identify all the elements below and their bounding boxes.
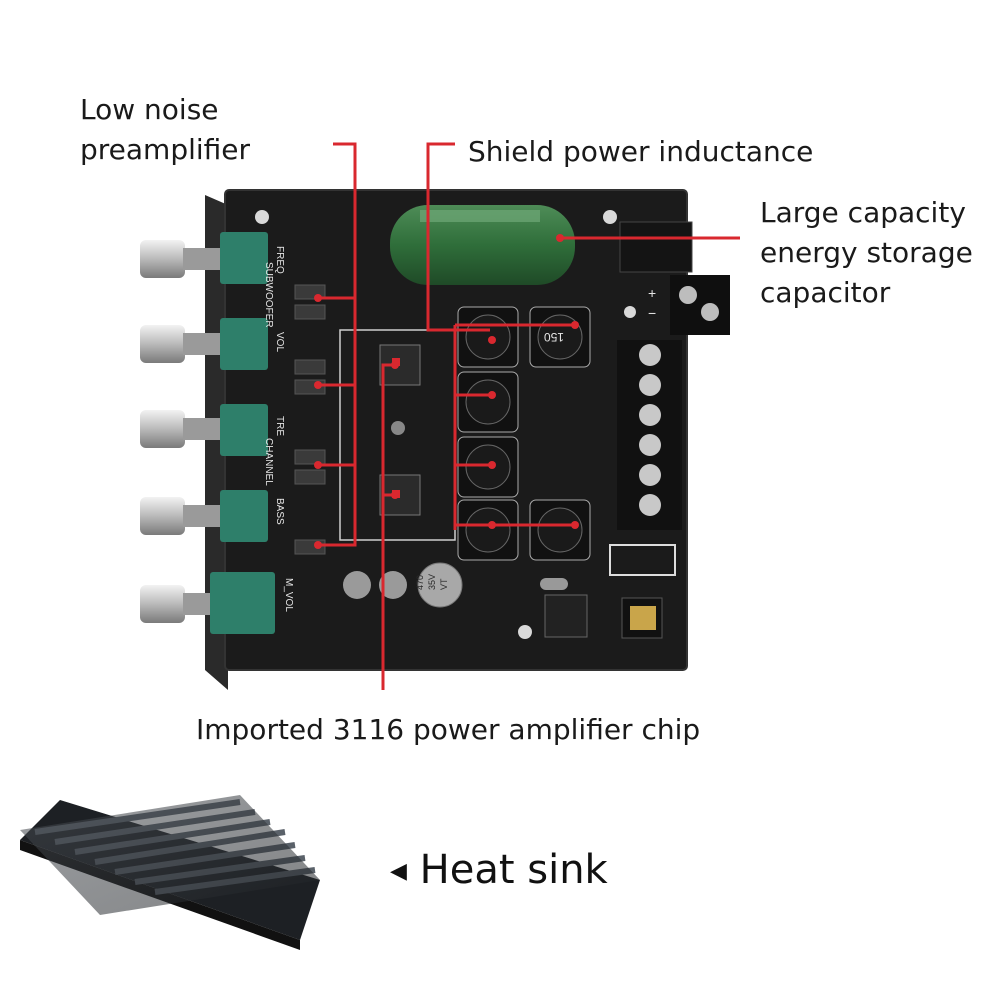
cap-rating-line1: 470: [415, 575, 425, 590]
callout-lines: [318, 142, 740, 690]
knob-freq: [140, 232, 268, 284]
inductor-code-label: 150: [544, 330, 564, 344]
capacitor-callout: Large capacity energy storage capacitor: [760, 193, 973, 313]
inductor-5: [457, 499, 519, 561]
dc-jack: [619, 221, 693, 273]
label-minus: −: [648, 305, 656, 321]
label-plus: +: [648, 285, 656, 301]
cap-rating-line3: VT: [439, 578, 449, 590]
bluetooth-module: [540, 544, 676, 638]
amp-chip-area: [339, 329, 456, 541]
small-capacitors: 470 35V VT: [343, 562, 463, 608]
heatsink-callout: ◀ Heat sink: [390, 845, 608, 897]
preamp-callout: Low noise preamplifier: [80, 90, 250, 170]
preamp-callout-line2: preamplifier: [80, 133, 251, 166]
silkscreen-labels: FREQ SUBWOOFER VOL TRE CHANNEL BASS M_VO…: [263, 246, 294, 612]
capacitor-callout-line1: Large capacity: [760, 196, 966, 229]
label-freq: FREQ: [274, 246, 285, 274]
inductance-callout: Shield power inductance: [468, 135, 814, 168]
knob-subwoofer-vol: [140, 318, 268, 370]
cap-rating-line2: 35V: [427, 574, 437, 590]
callout-dots: [314, 234, 579, 549]
speaker-terminal: [617, 340, 682, 530]
preamp-callout-line1: Low noise: [80, 93, 219, 126]
label-m-vol: M_VOL: [283, 578, 294, 612]
large-capacitor: [390, 205, 575, 285]
heatsink-marker-icon: ◀: [390, 859, 407, 884]
inductor-1: [457, 306, 519, 368]
inductor-6: [529, 499, 591, 561]
chip-callout: Imported 3116 power amplifier chip: [196, 713, 701, 746]
knob-treble: [140, 404, 268, 456]
capacitor-callout-line2: energy storage: [760, 236, 973, 269]
heatsink-label: Heat sink: [419, 847, 608, 893]
inductor-4: [457, 436, 519, 498]
power-terminal: + −: [648, 275, 730, 335]
heatsink-image: [20, 795, 320, 950]
capacitor-callout-line3: capacitor: [760, 276, 891, 309]
knob-bass: [140, 490, 268, 542]
knob-master-vol: [140, 572, 275, 634]
label-tre: TRE: [274, 416, 285, 436]
audio-jack: [621, 597, 663, 639]
inductor-3: [457, 371, 519, 433]
label-channel: CHANNEL: [263, 438, 274, 486]
label-subwoofer: SUBWOOFER: [263, 262, 274, 328]
label-vol: VOL: [274, 332, 285, 352]
label-bass: BASS: [274, 498, 285, 525]
